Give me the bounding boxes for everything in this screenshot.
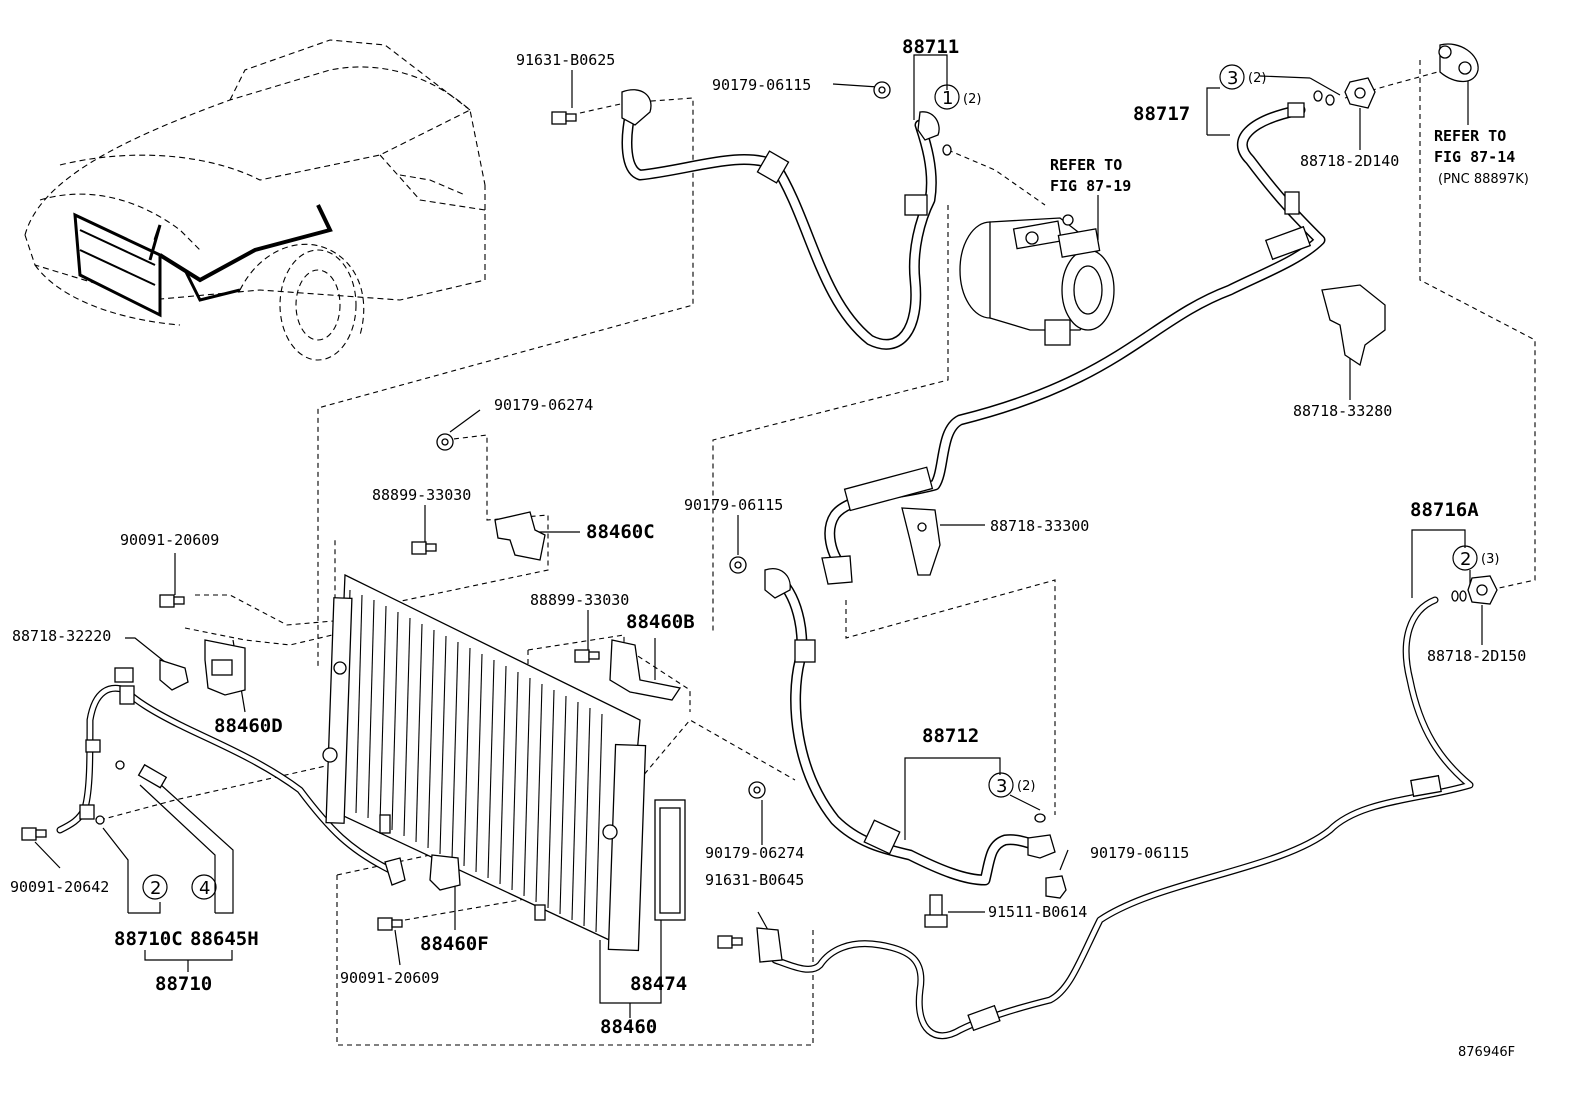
part-labels: 91631-B0625 88711 90179-06115 1 (2) 8871… — [10, 36, 1529, 1060]
label-88460D[interactable]: 88460D — [214, 715, 283, 737]
callout-3-a: 3 — [1227, 68, 1238, 89]
label-90179-06115-bot[interactable]: 90179-06115 — [1090, 844, 1189, 862]
qty-2-a: (2) — [963, 92, 981, 107]
fitting-88712 — [1027, 834, 1056, 859]
nut-90179-06274-bot — [748, 781, 766, 799]
bolt-91511-B0614 — [924, 894, 948, 928]
fitting-lower — [756, 927, 783, 963]
label-88460C[interactable]: 88460C — [586, 521, 655, 543]
bolt-88899-33030-b — [574, 649, 600, 663]
label-88718-2D150[interactable]: 88718-2D150 — [1427, 647, 1526, 665]
refer-fig-87-19-line2[interactable]: FIG 87-19 — [1050, 177, 1131, 195]
bolt-91631-B0625 — [551, 111, 577, 125]
label-91511-B0614[interactable]: 91511-B0614 — [988, 903, 1087, 921]
bracket-88460B — [609, 639, 682, 701]
bracket-88460D — [204, 639, 246, 696]
refer-fig-87-19-line1[interactable]: REFER TO — [1050, 156, 1122, 174]
callout-3-b: 3 — [996, 776, 1007, 797]
label-88460[interactable]: 88460 — [600, 1016, 657, 1038]
bolt-90091-20609-top — [159, 594, 185, 608]
callout-1: 1 — [942, 88, 953, 109]
qty-3: (3) — [1481, 552, 1499, 567]
label-90179-06115-mid[interactable]: 90179-06115 — [684, 496, 783, 514]
label-90179-06115-top[interactable]: 90179-06115 — [712, 76, 811, 94]
nut-90179-06115-bot — [1045, 875, 1067, 899]
label-88712[interactable]: 88712 — [922, 725, 979, 747]
qty-2-c: (2) — [1017, 779, 1035, 794]
label-88718-2D140[interactable]: 88718-2D140 — [1300, 152, 1399, 170]
callout-2-a: 2 — [1460, 549, 1471, 570]
refer-fig-87-14-line2[interactable]: FIG 87-14 — [1434, 148, 1515, 166]
nut-88718-2D150 — [1467, 575, 1498, 605]
bolt-90091-20642 — [21, 827, 47, 841]
nut-90179-06274-top — [436, 433, 454, 451]
nut-90179-06115-mid — [729, 556, 747, 574]
ac-hoses — [56, 104, 1474, 1040]
nut-90179-06115-top — [873, 81, 891, 99]
bracket-88460F — [429, 854, 461, 891]
refer-pnc-88897k: (PNC 88897K) — [1438, 172, 1529, 187]
label-88718-32220[interactable]: 88718-32220 — [12, 627, 111, 645]
callout-4: 4 — [199, 878, 210, 899]
clamp-88718-33300 — [901, 507, 941, 576]
label-88710[interactable]: 88710 — [155, 973, 212, 995]
label-88718-33280[interactable]: 88718-33280 — [1293, 402, 1392, 420]
label-91631-B0625[interactable]: 91631-B0625 — [516, 51, 615, 69]
oring-top — [942, 144, 952, 156]
bracket-88460C — [494, 511, 546, 561]
nut-88718-2D140 — [1344, 77, 1376, 109]
label-88460B[interactable]: 88460B — [626, 611, 695, 633]
label-91631-B0645[interactable]: 91631-B0645 — [705, 871, 804, 889]
pressure-switch-88645H — [137, 763, 168, 789]
bracket-88718-33280 — [1321, 284, 1386, 367]
figure-id: 876946F — [1458, 1045, 1515, 1060]
callout-2-b: 2 — [150, 878, 161, 899]
fasteners — [21, 43, 1498, 963]
clip-88718-32220 — [159, 659, 189, 691]
refer-fig-87-14-line1[interactable]: REFER TO — [1434, 127, 1506, 145]
reference-lines — [34, 54, 1536, 1046]
vehicle-outline — [24, 39, 486, 361]
label-90091-20609-top[interactable]: 90091-20609 — [120, 531, 219, 549]
label-88645H[interactable]: 88645H — [190, 928, 259, 950]
label-88710C[interactable]: 88710C — [114, 928, 183, 950]
grommet-88897K — [1438, 43, 1479, 83]
label-88474[interactable]: 88474 — [630, 973, 687, 995]
compressor — [959, 214, 1115, 346]
fitting-88710 — [384, 857, 406, 886]
label-88899-33030-a[interactable]: 88899-33030 — [372, 486, 471, 504]
label-88899-33030-b[interactable]: 88899-33030 — [530, 591, 629, 609]
label-88716A[interactable]: 88716A — [1410, 499, 1479, 521]
vehicle-ac-highlight — [73, 204, 333, 318]
label-88717[interactable]: 88717 — [1133, 103, 1190, 125]
qty-2-b: (2) — [1248, 71, 1266, 86]
condenser — [322, 573, 686, 952]
bolt-91631-B0645 — [717, 935, 743, 949]
bolt-88899-33030-a — [411, 541, 437, 555]
label-88460F[interactable]: 88460F — [420, 933, 489, 955]
label-90179-06274-bot[interactable]: 90179-06274 — [705, 844, 804, 862]
label-88711[interactable]: 88711 — [902, 36, 959, 58]
label-90091-20609-bot[interactable]: 90091-20609 — [340, 969, 439, 987]
callout-circles — [142, 64, 1478, 900]
label-88718-33300[interactable]: 88718-33300 — [990, 517, 1089, 535]
bolt-90091-20609-bot — [377, 917, 403, 931]
label-90179-06274-top[interactable]: 90179-06274 — [494, 396, 593, 414]
label-90091-20642[interactable]: 90091-20642 — [10, 878, 109, 896]
